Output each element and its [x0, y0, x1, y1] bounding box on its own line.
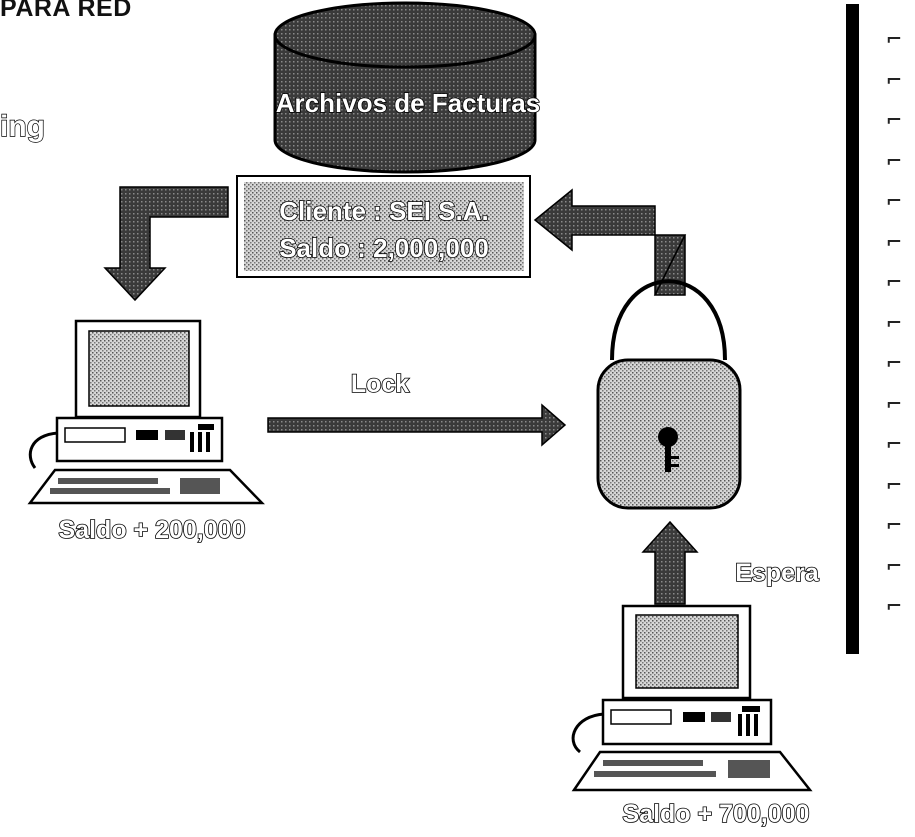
- margin-glyph: ⌐: [886, 227, 902, 256]
- lock-arrow: [267, 403, 567, 447]
- right-vertical-bar: [846, 4, 859, 654]
- database-cylinder: [273, 1, 537, 174]
- left-computer-caption: Saldo + 200,000: [59, 516, 246, 544]
- margin-glyph: ⌐: [886, 25, 902, 53]
- margin-glyph: ⌐: [886, 389, 902, 418]
- database-label: Archivos de Facturas: [276, 88, 540, 118]
- margin-glyph: ⌐: [886, 146, 902, 175]
- margin-glyph: ⌐: [886, 106, 902, 134]
- margin-glyph: ⌐: [886, 592, 902, 620]
- arrow-to-left-computer: [103, 186, 229, 302]
- record-box: [236, 175, 531, 278]
- lock-label: Lock: [351, 370, 409, 398]
- right-glyph-column: ⌐ ⌐ ⌐ ⌐ ⌐ ⌐ ⌐ ⌐ ⌐ ⌐ ⌐ ⌐ ⌐ ⌐ ⌐: [877, 24, 913, 632]
- margin-glyph: ⌐: [886, 470, 902, 499]
- bottom-computer: [571, 604, 813, 792]
- margin-glyph: ⌐: [886, 187, 902, 215]
- left-computer: [27, 319, 265, 505]
- margin-glyph: ⌐: [886, 430, 902, 458]
- bottom-computer-caption: Saldo + 700,000: [623, 800, 810, 828]
- margin-glyph: ⌐: [886, 511, 902, 539]
- wait-arrow: [641, 520, 699, 605]
- side-fragment: ing: [0, 110, 45, 143]
- record-balance-line: Saldo : 2,000,000: [279, 233, 489, 263]
- arrow-lock-to-record: [533, 188, 687, 296]
- margin-glyph: ⌐: [886, 308, 902, 337]
- margin-glyph: ⌐: [886, 268, 902, 296]
- padlock: [596, 279, 742, 510]
- record-client-line: Cliente : SEI S.A.: [279, 196, 489, 226]
- margin-glyph: ⌐: [886, 65, 902, 94]
- cropped-title: PARA RED: [0, 0, 132, 22]
- margin-glyph: ⌐: [886, 349, 902, 377]
- margin-glyph: ⌐: [886, 551, 902, 580]
- wait-label: Espera: [735, 559, 819, 587]
